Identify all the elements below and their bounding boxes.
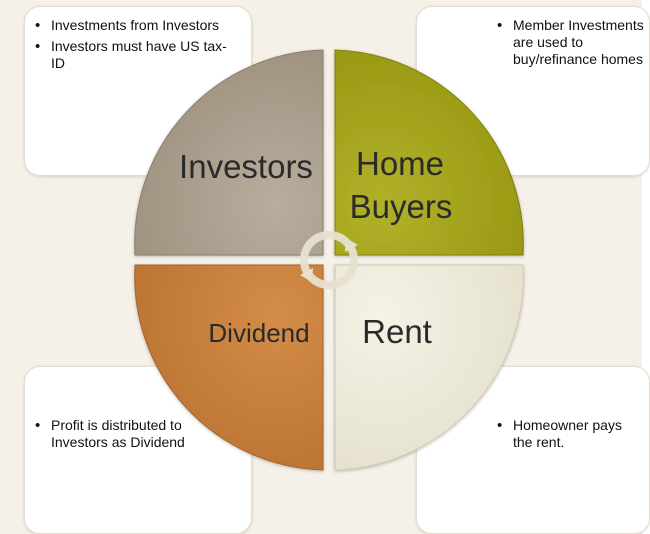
quadrant-label-rent: Rent [362, 313, 432, 350]
note-item: Investors must have US tax-ID [33, 38, 233, 72]
quadrant-rent [334, 264, 524, 471]
quadrant-label-buyers: Buyers [350, 188, 453, 225]
cycle-arrows-icon [300, 231, 358, 289]
note-list-rent: Homeowner pays the rent. [495, 417, 645, 455]
note-list-home-buyers: Member Investments are used to buy/refin… [495, 17, 645, 72]
quadrant-investors [134, 49, 324, 256]
quadrant-label-dividend: Dividend [208, 318, 309, 348]
note-item: Investments from Investors [33, 17, 233, 34]
note-item: Member Investments are used to buy/refin… [495, 17, 645, 68]
quadrant-dividend [134, 264, 324, 471]
note-item: Homeowner pays the rent. [495, 417, 645, 451]
page-edge [642, 0, 650, 534]
quadrant-label-investors: Investors [179, 148, 313, 185]
quadrant-label-home: Home [356, 145, 444, 182]
quadrant-home-buyers [334, 49, 524, 256]
note-list-dividend: Profit is distributed to Investors as Di… [33, 417, 233, 455]
note-item: Profit is distributed to Investors as Di… [33, 417, 233, 451]
note-list-investors: Investments from Investors Investors mus… [33, 17, 233, 76]
